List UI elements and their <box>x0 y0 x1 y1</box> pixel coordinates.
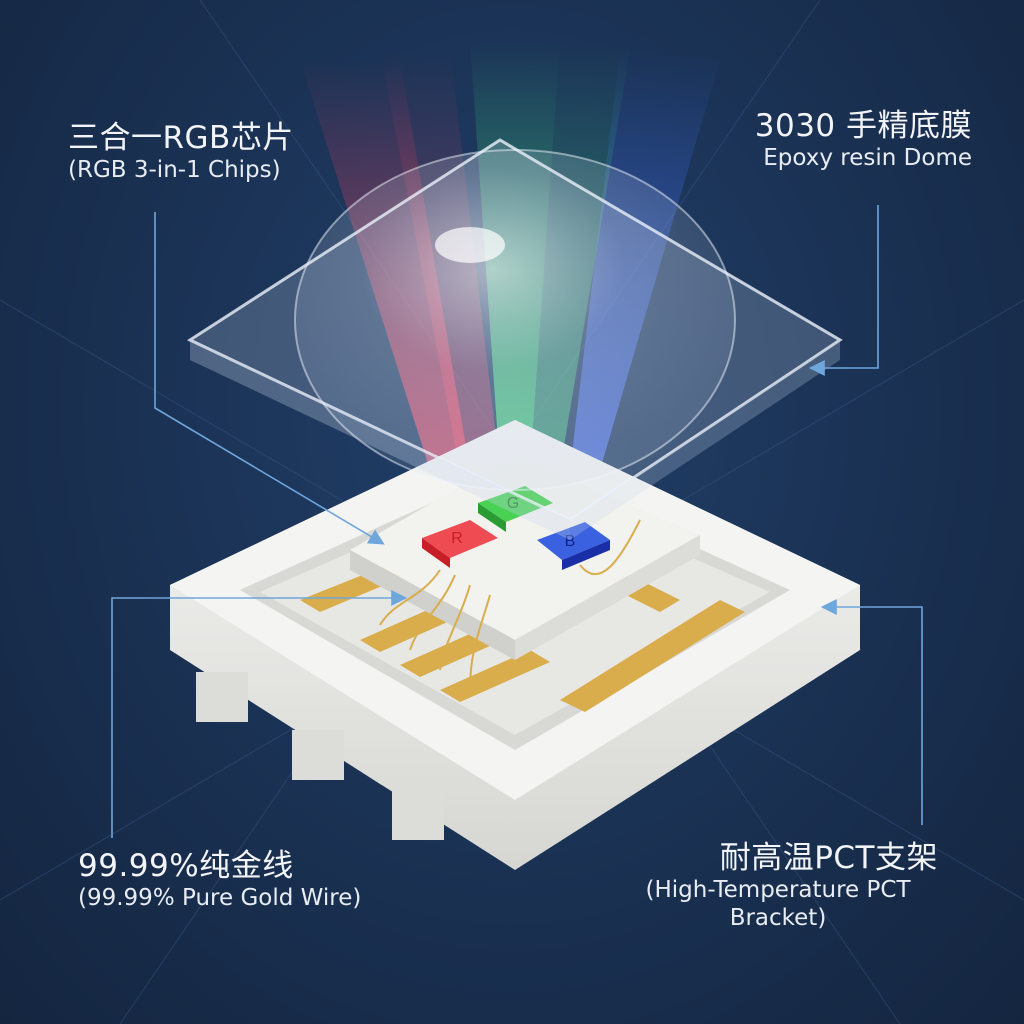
callout-dome-subtitle: Epoxy resin Dome <box>763 145 972 172</box>
callout-bracket: 耐高温PCT支架 (High-Temperature PCT Bracket) <box>618 840 938 932</box>
chip-blue: B <box>537 522 610 570</box>
callout-chips-title: 三合一RGB芯片 <box>68 120 294 156</box>
chip-green: G <box>478 486 553 532</box>
callout-dome: 3030 手精底膜 Epoxy resin Dome <box>755 108 972 173</box>
chip-red: R <box>422 520 498 568</box>
epoxy-dome <box>186 138 843 540</box>
svg-text:B: B <box>565 533 576 550</box>
callout-lines <box>111 205 923 838</box>
callout-line-bracket <box>820 599 923 825</box>
chip-substrate <box>350 455 700 660</box>
rgb-chips: R G B <box>422 486 610 570</box>
callout-bracket-title: 耐高温PCT支架 <box>719 840 938 876</box>
callout-line-dome <box>808 205 879 376</box>
gold-wires <box>379 519 641 691</box>
callout-dome-title: 3030 手精底膜 <box>754 108 972 144</box>
svg-text:G: G <box>507 495 519 512</box>
callout-wire-subtitle: (99.99% Pure Gold Wire) <box>78 885 362 912</box>
bracket-feet <box>196 672 444 840</box>
callout-line-wire <box>111 590 408 838</box>
callout-wire-title: 99.99%纯金线 <box>78 848 294 884</box>
callout-bracket-subtitle: (High-Temperature PCT Bracket) <box>645 877 911 931</box>
callout-wire: 99.99%纯金线 (99.99% Pure Gold Wire) <box>78 848 361 913</box>
callout-chips-subtitle: (RGB 3-in-1 Chips) <box>68 157 281 184</box>
svg-text:R: R <box>451 530 463 547</box>
callout-chips: 三合一RGB芯片 (RGB 3-in-1 Chips) <box>68 120 294 185</box>
callout-line-chips <box>154 212 385 545</box>
